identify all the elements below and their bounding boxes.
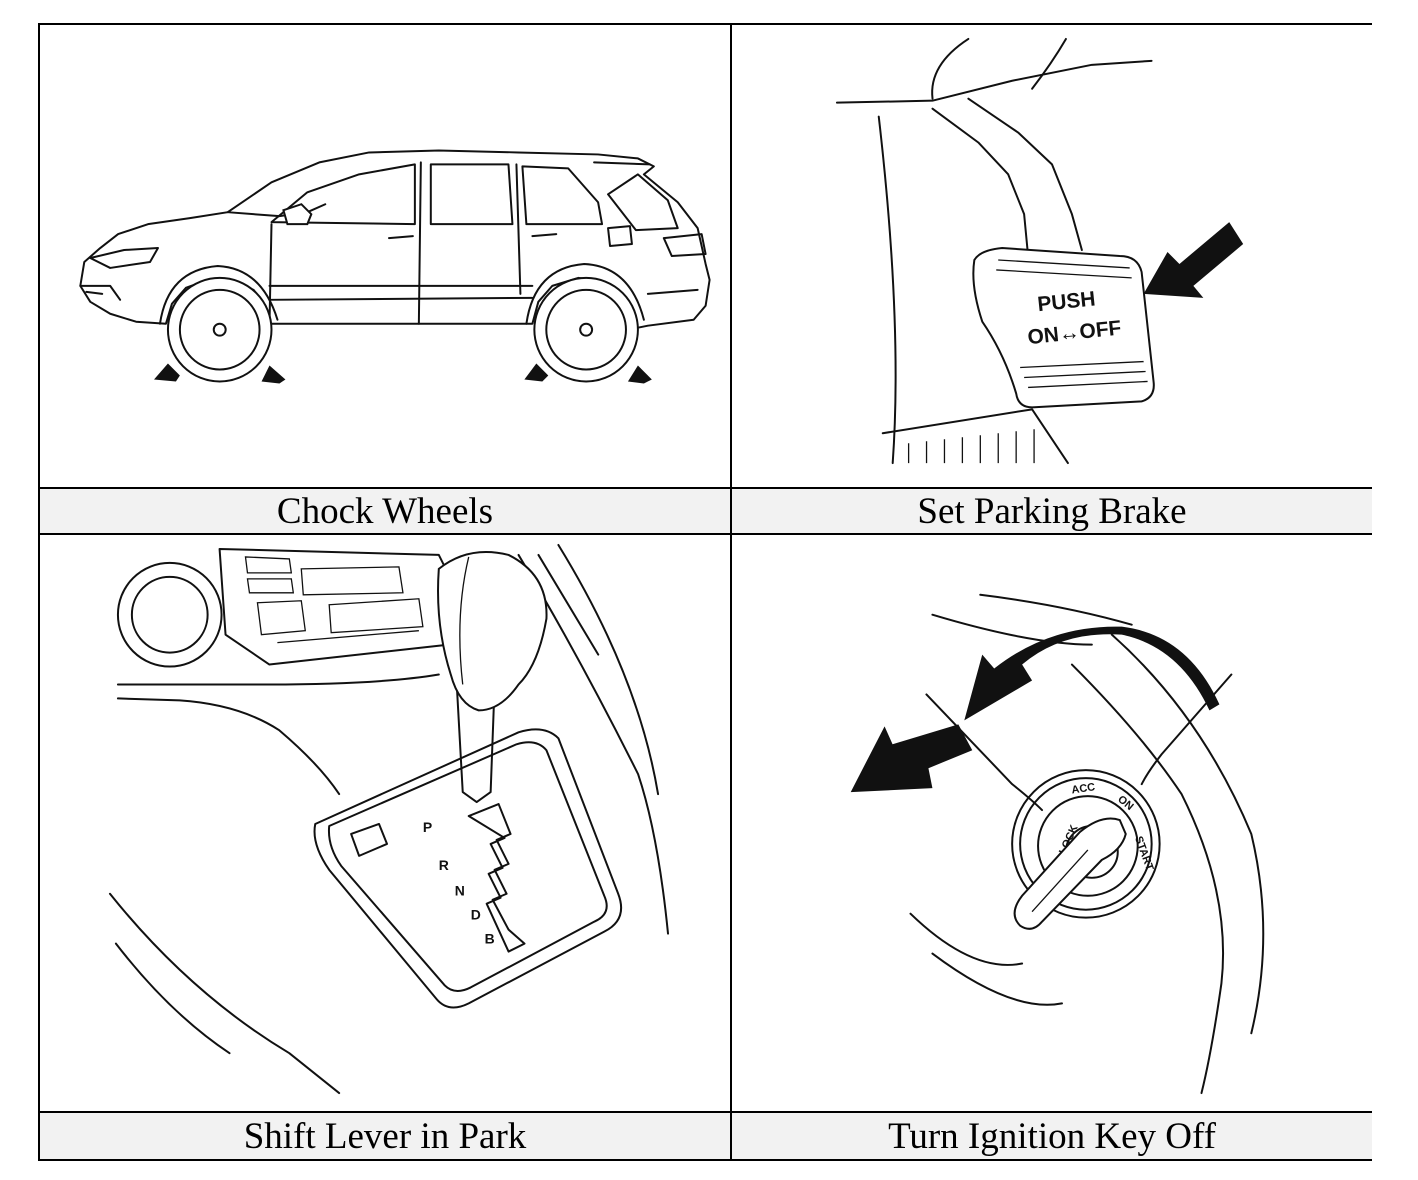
ignition-illustration: LOCK ACC ON START: [732, 535, 1372, 1113]
gear-b: B: [485, 931, 495, 947]
chock-wheels-illustration: [40, 25, 732, 489]
parking-brake-pedal-icon: PUSH ON↔OFF: [835, 37, 1244, 465]
caption-chock-wheels: Chock Wheels: [40, 489, 732, 535]
gear-r: R: [439, 857, 449, 873]
car-with-wheel-chocks-icon: [79, 149, 711, 384]
ignition-acc: ACC: [1071, 781, 1096, 796]
gear-d: D: [471, 907, 481, 923]
pull-out-arrow-icon: [850, 724, 973, 793]
instruction-table: PUSH ON↔OFF Chock Wheels Set Parking Bra…: [38, 23, 1372, 1161]
caption-set-parking-brake: Set Parking Brake: [732, 489, 1372, 535]
turn-arrow-icon: [964, 626, 1220, 721]
caption-shift-lever-in-park: Shift Lever in Park: [40, 1113, 732, 1159]
gear-n: N: [455, 883, 465, 899]
ignition-key-icon: LOCK ACC ON START: [850, 593, 1265, 1095]
gear-p: P: [423, 819, 432, 835]
shift-lever-illustration: P R N D B: [40, 535, 732, 1113]
gear-shift-lever-icon: P R N D B: [108, 543, 670, 1095]
caption-turn-ignition-key-off: Turn Ignition Key Off: [732, 1113, 1372, 1159]
set-parking-brake-illustration: PUSH ON↔OFF: [732, 25, 1372, 489]
push-arrow-icon: [1143, 222, 1244, 298]
